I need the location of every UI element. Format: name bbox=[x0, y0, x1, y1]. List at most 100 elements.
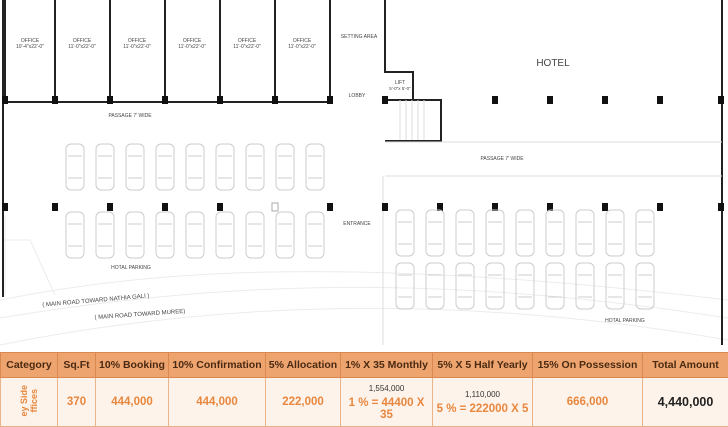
floor-plan: OFFICE10'-4"x22'-0"OFFICE11'-0"x22'-0"OF… bbox=[0, 0, 728, 352]
column bbox=[162, 203, 168, 211]
office-size: 11'-0"x22'-0" bbox=[123, 44, 151, 50]
car-parking-space bbox=[66, 144, 84, 190]
car-parking-space bbox=[546, 210, 564, 256]
possession-cell: 666,000 bbox=[533, 378, 643, 427]
header-total-amount: Total Amount bbox=[643, 353, 728, 378]
column bbox=[327, 96, 333, 104]
walls bbox=[3, 0, 722, 345]
column bbox=[602, 203, 608, 211]
car-parking-space bbox=[276, 212, 294, 258]
passage-left-label: PASSAGE 7' WIDE bbox=[108, 113, 152, 119]
car-parking-space bbox=[456, 210, 474, 256]
car-parking-space bbox=[96, 212, 114, 258]
column bbox=[2, 96, 8, 104]
column bbox=[382, 203, 388, 211]
office-labels: OFFICE10'-4"x22'-0"OFFICE11'-0"x22'-0"OF… bbox=[16, 38, 316, 50]
column bbox=[492, 96, 498, 104]
car-parking-space bbox=[396, 210, 414, 256]
setting-area-label: SETTING AREA bbox=[341, 34, 378, 40]
header-5-x-5-half-yearly: 5% X 5 Half Yearly bbox=[433, 353, 533, 378]
car-parking-space bbox=[156, 212, 174, 258]
car-parking-space bbox=[216, 144, 234, 190]
car-parking-space bbox=[186, 144, 204, 190]
sqft-cell: 370 bbox=[58, 378, 96, 427]
column bbox=[718, 203, 724, 211]
header-15-on-possession: 15% On Possession bbox=[533, 353, 643, 378]
column bbox=[217, 96, 223, 104]
car-parking-space bbox=[576, 210, 594, 256]
total-amount-cell: 4,440,000 bbox=[643, 378, 728, 427]
column bbox=[602, 96, 608, 104]
hotel-label: HOTEL bbox=[536, 58, 570, 69]
car-parking-space bbox=[306, 212, 324, 258]
car-parking-space bbox=[66, 212, 84, 258]
car-parking-space bbox=[186, 212, 204, 258]
allocation-cell: 222,000 bbox=[266, 378, 341, 427]
car-parking-space bbox=[456, 263, 474, 309]
header-category: Category bbox=[1, 353, 58, 378]
car-parking-space bbox=[516, 263, 534, 309]
car-parking-space bbox=[306, 144, 324, 190]
car-parking-space bbox=[636, 263, 654, 309]
car-parking-space bbox=[246, 212, 264, 258]
header-10-booking: 10% Booking bbox=[96, 353, 169, 378]
column bbox=[52, 203, 58, 211]
lift-size-label: 5'-0"x 5'-0" bbox=[389, 86, 411, 91]
car-parking-space bbox=[426, 263, 444, 309]
car-parking-space bbox=[246, 144, 264, 190]
category-line-1: ey Side bbox=[19, 385, 29, 417]
header-10-confirmation: 10% Confirmation bbox=[169, 353, 266, 378]
car-parking-space bbox=[216, 212, 234, 258]
road-nathia-gali-label: ( MAIN ROAD TOWARD NATHIA GALI ) bbox=[42, 293, 150, 308]
column bbox=[272, 203, 278, 211]
car-parking-space bbox=[546, 263, 564, 309]
parking-right-label: HOTAL PARKING bbox=[605, 318, 645, 324]
column bbox=[52, 96, 58, 104]
office-size: 11'-0"x22'-0" bbox=[68, 44, 96, 50]
column bbox=[107, 96, 113, 104]
column bbox=[272, 96, 278, 104]
parking-left-label: HOTAL PARKING bbox=[111, 265, 151, 271]
monthly-total: 1,554,000 bbox=[341, 384, 432, 393]
column bbox=[718, 96, 724, 104]
car-parking-space bbox=[426, 210, 444, 256]
header-1-x-35-monthly: 1% X 35 Monthly bbox=[341, 353, 433, 378]
office-size: 11'-0"x22'-0" bbox=[233, 44, 261, 50]
office-size: 10'-4"x22'-0" bbox=[16, 44, 44, 50]
car-parking-space bbox=[486, 210, 504, 256]
half-yearly-total: 1,110,000 bbox=[433, 390, 532, 399]
passage-right-label: PASSAGE 7' WIDE bbox=[480, 156, 524, 162]
column bbox=[382, 96, 388, 104]
header-sq-ft: Sq.Ft bbox=[58, 353, 96, 378]
column bbox=[217, 203, 223, 211]
column bbox=[162, 96, 168, 104]
entrance-label: ENTRANCE bbox=[343, 221, 371, 227]
booking-cell: 444,000 bbox=[96, 378, 169, 427]
car-parking-space bbox=[396, 263, 414, 309]
column bbox=[327, 203, 333, 211]
lobby-label: LOBBY bbox=[349, 93, 366, 99]
car-parking-space bbox=[126, 212, 144, 258]
car-parking-space bbox=[276, 144, 294, 190]
column bbox=[657, 203, 663, 211]
column bbox=[547, 96, 553, 104]
office-size: 11'-0"x22'-0" bbox=[178, 44, 206, 50]
car-parking-space bbox=[126, 144, 144, 190]
column bbox=[107, 203, 113, 211]
column bbox=[657, 96, 663, 104]
car-parking-space bbox=[516, 210, 534, 256]
car-parking-space bbox=[156, 144, 174, 190]
office-size: 11'-0"x22'-0" bbox=[288, 44, 316, 50]
header-5-allocation: 5% Allocation bbox=[266, 353, 341, 378]
confirmation-cell: 444,000 bbox=[169, 378, 266, 427]
car-parking-space bbox=[636, 210, 654, 256]
car-parking-space bbox=[96, 144, 114, 190]
car-parking-space bbox=[606, 210, 624, 256]
road-curves bbox=[0, 215, 728, 345]
